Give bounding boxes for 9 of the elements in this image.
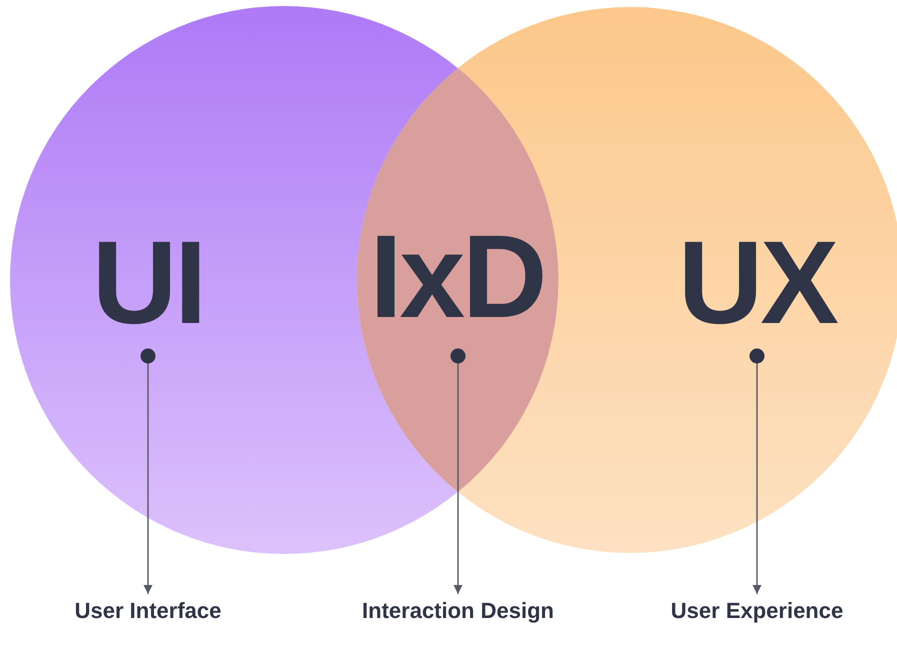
caption: User Experience	[662, 596, 852, 626]
abbreviation: IxD	[370, 218, 544, 336]
leader-line	[750, 348, 764, 594]
leader-line	[140, 348, 156, 594]
caption: Interaction Design	[358, 596, 558, 626]
abbreviation: UX	[678, 224, 836, 342]
caption: User Interface	[68, 596, 228, 626]
abbreviation: UI	[92, 224, 204, 342]
leader-line	[450, 348, 466, 594]
